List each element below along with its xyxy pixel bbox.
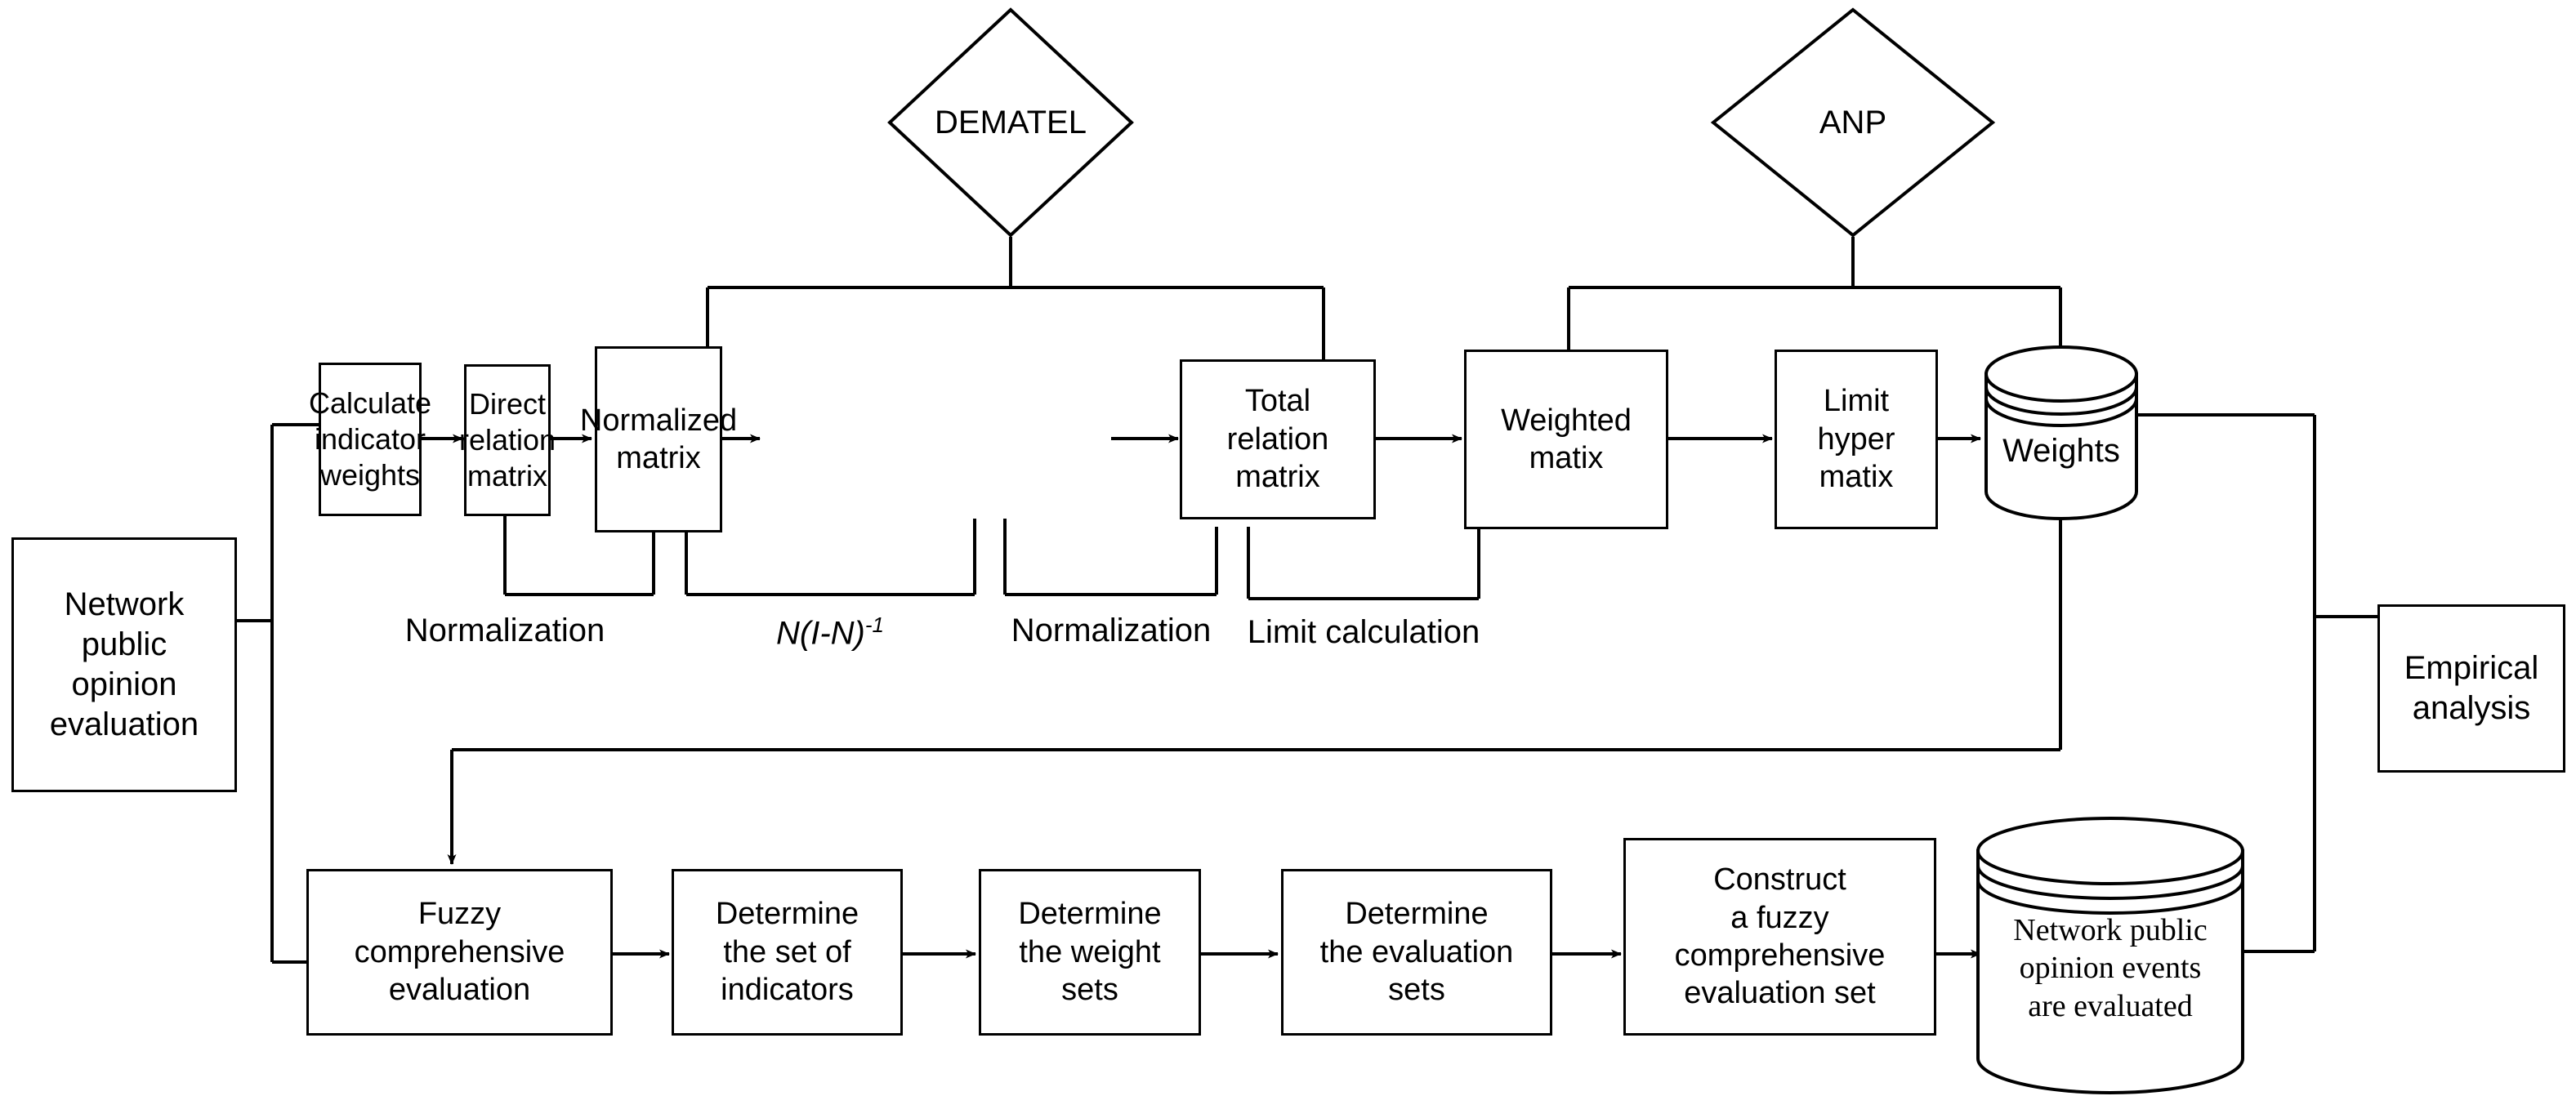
node-label: Normalized matrix xyxy=(579,403,738,475)
node-direct-relation-matrix[interactable]: Direct relation matrix xyxy=(459,364,556,516)
formula-base: N(I-N) xyxy=(776,615,865,652)
anp-diamond[interactable]: ANP xyxy=(1710,7,1996,238)
dematel-diamond[interactable]: DEMATEL xyxy=(886,7,1135,238)
node-network-public-opinion-events-datastore[interactable]: Network public opinion events are evalua… xyxy=(1976,817,2245,1096)
node-label: Direct relation matrix xyxy=(458,387,556,492)
node-label: Calculate indicator weights xyxy=(308,386,432,492)
node-weighted-matix[interactable]: Weighted matix xyxy=(1464,350,1668,529)
node-fuzzy-comprehensive-evaluation[interactable]: Fuzzy comprehensive evaluation xyxy=(306,869,613,1036)
node-label: Determine the weight sets xyxy=(1018,897,1162,1008)
node-network-public-opinion-evaluation[interactable]: Network public opinion evaluation xyxy=(11,537,237,792)
node-label: Weights xyxy=(2002,433,2120,469)
formula-exponent: -1 xyxy=(864,613,884,637)
node-label: Empirical analysis xyxy=(2404,650,2539,726)
node-total-relation-matrix[interactable]: Total relation matrix xyxy=(1180,359,1376,519)
node-determine-evaluation-sets[interactable]: Determine the evaluation sets xyxy=(1281,869,1552,1036)
edge-label-n-i-minus-n-inverse: N(I-N)-1 xyxy=(683,613,977,652)
node-label: Construct a fuzzy comprehensive evaluati… xyxy=(1674,862,1886,1011)
edge-label-normalization-1: Normalization xyxy=(404,613,605,648)
node-label: Fuzzy comprehensive evaluation xyxy=(354,897,565,1008)
node-label: Weighted matix xyxy=(1501,403,1632,475)
edge-label-normalization-2: Normalization xyxy=(1011,613,1212,648)
node-label: Determine the evaluation sets xyxy=(1319,897,1514,1008)
node-weights-datastore[interactable]: Weights xyxy=(1984,345,2139,521)
node-label: Limit hyper matix xyxy=(1817,384,1895,495)
dematel-label: DEMATEL xyxy=(935,104,1087,140)
node-construct-fuzzy-comprehensive-evaluation-set[interactable]: Construct a fuzzy comprehensive evaluati… xyxy=(1623,838,1936,1036)
node-label: Total relation matrix xyxy=(1226,384,1329,495)
node-label: Network public opinion events are evalua… xyxy=(2013,913,2208,1023)
node-calculate-indicator-weights[interactable]: Calculate indicator weights xyxy=(309,363,431,516)
node-label: Network public opinion evaluation xyxy=(49,586,199,742)
node-limit-hyper-matix[interactable]: Limit hyper matix xyxy=(1775,350,1938,529)
node-determine-weight-sets[interactable]: Determine the weight sets xyxy=(979,869,1201,1036)
node-label: Determine the set of indicators xyxy=(715,897,859,1008)
node-normalized-matrix[interactable]: Normalized matrix xyxy=(580,346,737,532)
edge-label-limit-calculation: Limit calculation xyxy=(1247,614,1480,650)
node-empirical-analysis[interactable]: Empirical analysis xyxy=(2377,604,2565,773)
anp-label: ANP xyxy=(1819,104,1887,140)
node-determine-set-of-indicators[interactable]: Determine the set of indicators xyxy=(672,869,903,1036)
